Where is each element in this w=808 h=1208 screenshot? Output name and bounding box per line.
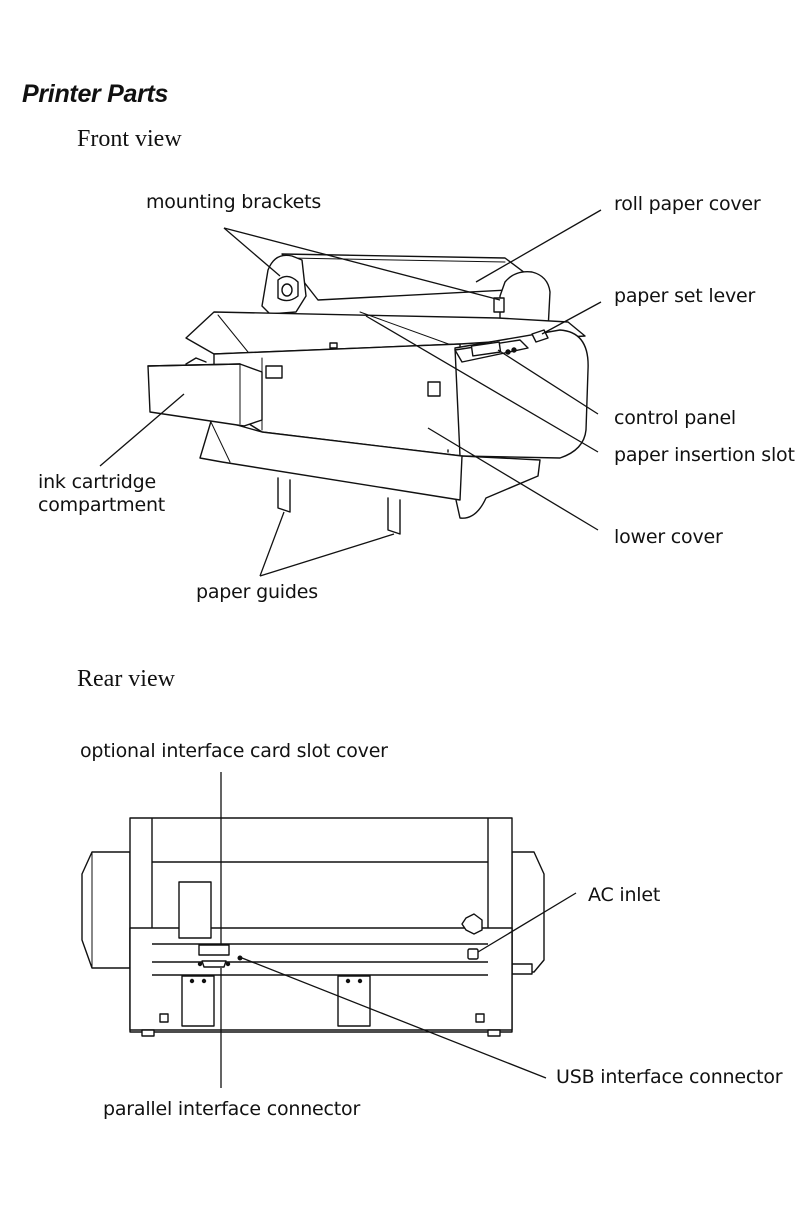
- callout-mounting-brackets-left: [224, 228, 280, 276]
- callout-usb-connector: [242, 958, 546, 1078]
- label-paper-insertion-slot: paper insertion slot: [614, 444, 795, 466]
- label-mounting-brackets: mounting brackets: [146, 191, 322, 213]
- callout-paper-guides-right: [260, 534, 394, 576]
- rear-foot-right: [488, 1030, 500, 1036]
- callout-paper-set-lever: [542, 302, 601, 334]
- label-control-panel: control panel: [614, 407, 737, 429]
- usb-connector: [238, 956, 242, 960]
- callout-mounting-brackets-right: [224, 228, 500, 300]
- callout-paper-insertion-slot: [366, 316, 598, 452]
- paper-guide-right: [388, 498, 400, 534]
- callout-lower-cover: [428, 428, 598, 530]
- callout-control-panel: [498, 350, 598, 414]
- callout-ink-cartridge: [100, 394, 184, 466]
- callout-roll-paper-cover: [476, 210, 601, 282]
- label-ac-inlet: AC inlet: [588, 884, 661, 906]
- callout-ac-inlet: [478, 893, 576, 952]
- rear-foot-bracket-right: [338, 976, 370, 1026]
- right-leg: [456, 456, 540, 518]
- front-view-title: Front view: [77, 126, 182, 152]
- label-lower-cover: lower cover: [614, 526, 723, 548]
- parallel-connector-plate: [199, 945, 229, 955]
- label-optional-interface: optional interface card slot cover: [80, 740, 388, 762]
- callout-paper-guides-left: [260, 512, 284, 576]
- paper-guide-left: [278, 478, 290, 512]
- label-paper-set-lever: paper set lever: [614, 285, 756, 307]
- label-ink-cartridge-line1: ink cartridge: [38, 471, 157, 493]
- label-ink-cartridge-line2: compartment: [38, 494, 166, 516]
- front-view-illustration: [0, 0, 808, 640]
- optional-interface-slot-cover: [179, 882, 211, 938]
- rear-foot-left: [142, 1030, 154, 1036]
- right-mounting-bracket: [500, 272, 550, 332]
- label-roll-paper-cover: roll paper cover: [614, 193, 761, 215]
- ac-inlet: [468, 949, 478, 959]
- rear-view-title: Rear view: [77, 666, 175, 692]
- section-title: Printer Parts: [22, 80, 169, 108]
- rear-foot-bracket-left: [182, 976, 214, 1026]
- label-paper-guides: paper guides: [196, 581, 318, 603]
- rear-hex-knob: [462, 914, 482, 934]
- front-view-callouts: [0, 0, 808, 640]
- parallel-connector: [202, 961, 226, 967]
- label-parallel-connector: parallel interface connector: [103, 1098, 361, 1120]
- label-usb-connector: USB interface connector: [556, 1066, 783, 1088]
